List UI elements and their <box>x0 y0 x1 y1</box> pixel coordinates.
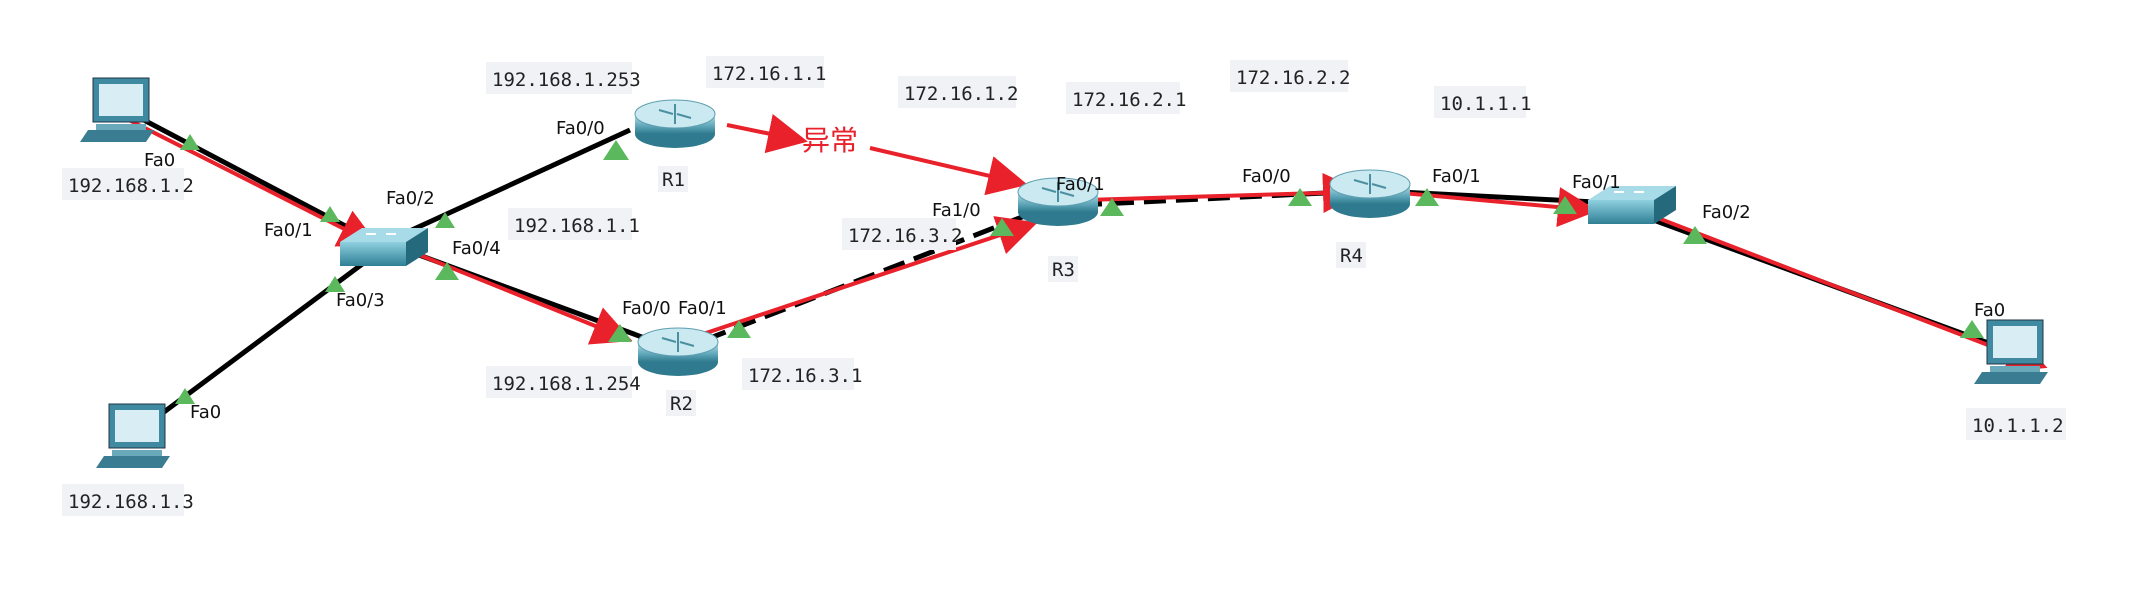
router-icon[interactable] <box>1017 177 1099 226</box>
port-label-r4-fa01: Fa0/1 <box>1432 166 1481 187</box>
ip-label-r4-a: 172.16.2.2 <box>1230 60 1350 92</box>
port-up-indicator <box>608 324 632 342</box>
switch-icon[interactable] <box>340 228 428 266</box>
svg-text:192.168.1.254: 192.168.1.254 <box>492 373 641 395</box>
path-arrow <box>699 216 1038 337</box>
svg-text:172.16.2.1: 172.16.2.1 <box>1072 89 1186 111</box>
port-label-r2-fa01: Fa0/1 <box>678 298 727 319</box>
port-up-indicator <box>435 212 455 228</box>
cable-layer <box>138 115 2041 418</box>
ip-label-r3-b: 172.16.3.2 <box>842 218 962 250</box>
pc-icon[interactable] <box>1974 319 2048 384</box>
svg-text:10.1.1.1: 10.1.1.1 <box>1440 93 1532 115</box>
cable-sw1-r1[interactable] <box>388 127 632 243</box>
ip-label-pc1: 192.168.1.2 <box>62 168 194 200</box>
port-up-indicator <box>325 276 345 292</box>
port-up-indicator <box>603 140 629 160</box>
port-label-sw1-fa02: Fa0/2 <box>386 188 435 209</box>
svg-text:172.16.1.1: 172.16.1.1 <box>712 63 826 85</box>
port-label-r1-fa00: Fa0/0 <box>556 118 605 139</box>
port-label-sw1-fa01: Fa0/1 <box>264 220 313 241</box>
port-label-sw2-fa01: Fa0/1 <box>1572 172 1621 193</box>
port-status-layer <box>175 134 1984 404</box>
ip-label-r3-a: 172.16.1.2 <box>898 76 1018 108</box>
port-up-indicator <box>727 320 751 338</box>
svg-text:172.16.3.2: 172.16.3.2 <box>848 225 962 247</box>
router-icon[interactable] <box>637 327 719 376</box>
port-label-sw1-fa03: Fa0/3 <box>336 290 385 311</box>
ip-label-floating: 192.168.1.1 <box>508 208 640 240</box>
path-arrow <box>1084 172 1363 213</box>
path-arrow <box>394 243 633 345</box>
pc-icon[interactable] <box>96 403 170 468</box>
svg-text:192.168.1.3: 192.168.1.3 <box>68 491 194 513</box>
port-up-indicator <box>320 206 340 222</box>
ip-label-r1-lan: 192.168.1.253 <box>486 62 641 94</box>
ip-label-r2-lan: 192.168.1.254 <box>486 366 641 398</box>
port-label-pc1: Fa0 <box>144 150 175 171</box>
svg-text:192.168.1.2: 192.168.1.2 <box>68 175 194 197</box>
path-arrow-anomaly-1 <box>726 113 808 154</box>
cable-r2-r3[interactable] <box>704 207 1041 343</box>
svg-text:R4: R4 <box>1340 245 1363 267</box>
port-up-indicator <box>1553 196 1577 214</box>
svg-text:172.16.1.2: 172.16.1.2 <box>904 83 1018 105</box>
svg-text:10.1.1.2: 10.1.1.2 <box>1972 415 2064 437</box>
device-name-r3: R3 <box>1048 256 1078 282</box>
port-up-indicator <box>175 388 195 404</box>
device-name-r2: R2 <box>666 390 696 416</box>
svg-text:172.16.3.1: 172.16.3.1 <box>748 365 862 387</box>
router-icon[interactable] <box>634 99 716 148</box>
port-label-pc3: Fa0 <box>1974 300 2005 321</box>
port-up-indicator <box>1415 188 1439 206</box>
port-label-r3-fa10: Fa1/0 <box>932 200 981 221</box>
cable-r3-r4[interactable] <box>1079 189 1346 208</box>
port-up-indicator <box>1100 198 1124 216</box>
ip-label-r2-wan: 172.16.3.1 <box>742 358 862 390</box>
path-arrow <box>1649 213 2048 373</box>
switch-icon[interactable] <box>1588 186 1676 224</box>
port-up-indicator <box>180 134 200 150</box>
ip-label-r3-c: 172.16.2.1 <box>1066 82 1186 114</box>
port-up-indicator <box>1960 320 1984 338</box>
ip-label-pc3: 10.1.1.2 <box>1966 408 2066 440</box>
port-up-indicator <box>435 262 459 280</box>
port-label-pc2: Fa0 <box>190 402 221 423</box>
port-label-r4-fa00: Fa0/0 <box>1242 166 1291 187</box>
device-name-r1: R1 <box>658 166 688 192</box>
port-up-indicator <box>1288 188 1312 206</box>
port-label-r3-fa01: Fa0/1 <box>1056 174 1105 195</box>
ip-label-r4-b: 10.1.1.1 <box>1434 86 1532 118</box>
svg-text:192.168.1.253: 192.168.1.253 <box>492 69 641 91</box>
ip-label-r1-wan: 172.16.1.1 <box>706 56 826 88</box>
port-label-sw2-fa02: Fa0/2 <box>1702 202 1751 223</box>
svg-text:R1: R1 <box>662 169 685 191</box>
svg-text:192.168.1.1: 192.168.1.1 <box>514 215 640 237</box>
port-up-indicator <box>990 218 1014 236</box>
port-label-r2-fa00: Fa0/0 <box>622 298 671 319</box>
svg-text:172.16.2.2: 172.16.2.2 <box>1236 67 1350 89</box>
pc-icon[interactable] <box>80 77 154 142</box>
svg-text:R3: R3 <box>1052 259 1075 281</box>
path-arrow <box>124 116 380 247</box>
port-label-sw1-fa04: Fa0/4 <box>452 238 501 259</box>
ip-label-pc2: 192.168.1.3 <box>62 484 194 516</box>
traffic-path <box>124 113 2048 373</box>
router-icon[interactable] <box>1329 169 1411 218</box>
svg-text:R2: R2 <box>670 393 693 415</box>
anomaly-annotation: 异常 <box>802 124 858 157</box>
device-name-r4: R4 <box>1336 242 1366 268</box>
port-up-indicator <box>1683 226 1707 244</box>
path-arrow-anomaly-2 <box>869 146 1028 196</box>
